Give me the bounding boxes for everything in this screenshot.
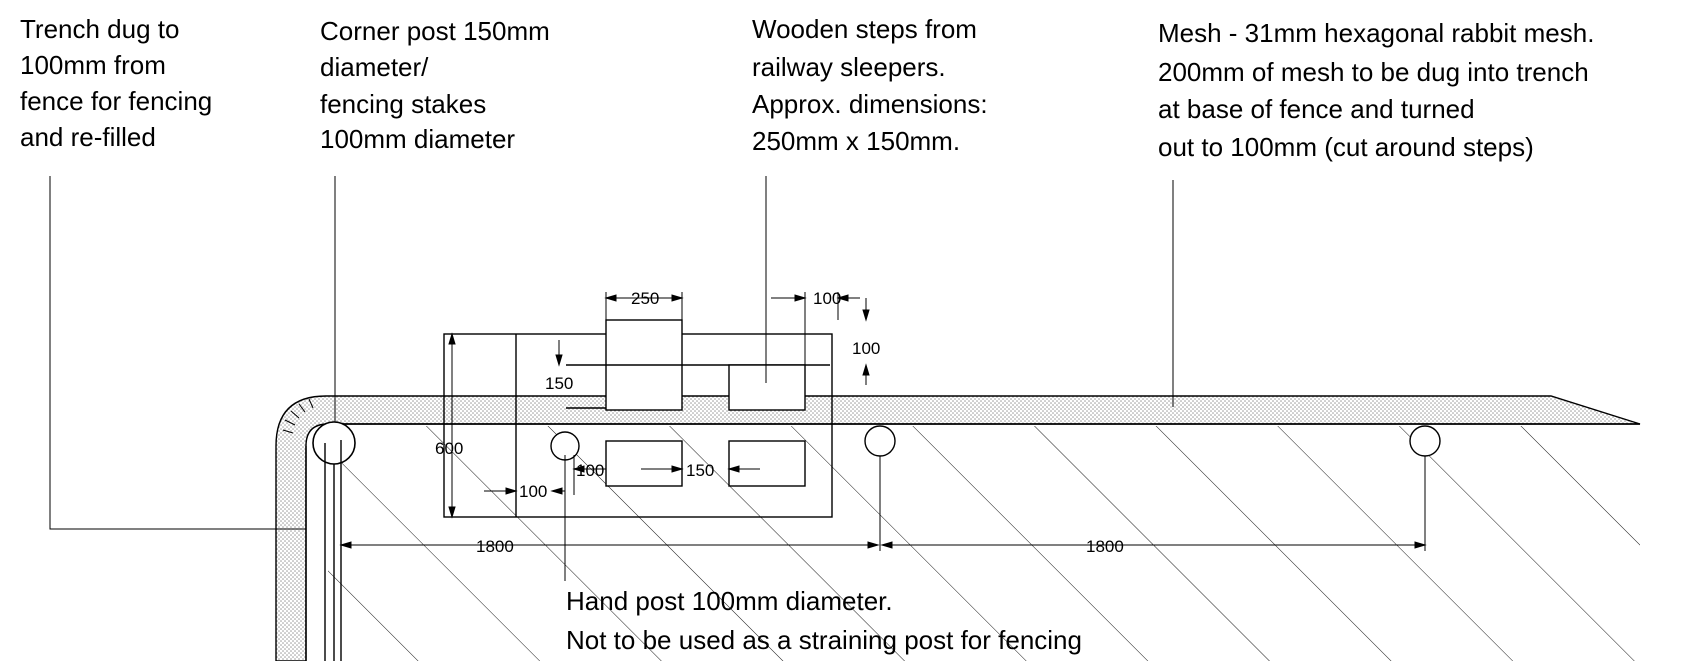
svg-text:diameter/: diameter/	[320, 52, 429, 82]
note-corner-post: Corner post 150mm diameter/ fencing stak…	[320, 16, 550, 154]
corner-tick-marks	[282, 398, 314, 434]
dim-step-width: 250	[631, 289, 659, 308]
corner-post	[312, 421, 356, 661]
svg-text:at base of fence and turned: at base of fence and turned	[1158, 94, 1475, 124]
wooden-step	[605, 440, 683, 487]
dim-enclosure-depth: 600	[435, 439, 463, 458]
svg-text:100mm diameter: 100mm diameter	[320, 124, 515, 154]
dimension-lines	[339, 292, 1427, 551]
wooden-step	[728, 440, 806, 487]
svg-text:Wooden steps from: Wooden steps from	[752, 14, 977, 44]
svg-text:out to 100mm (cut around steps: out to 100mm (cut around steps)	[1158, 132, 1534, 162]
svg-text:Trench dug to: Trench dug to	[20, 14, 179, 44]
svg-text:fencing stakes: fencing stakes	[320, 89, 486, 119]
note-wooden-steps: Wooden steps from railway sleepers. Appr…	[752, 14, 988, 156]
svg-text:100mm from: 100mm from	[20, 50, 166, 80]
dim-step-top-offset: 100	[852, 339, 880, 358]
fencing-stake	[1409, 425, 1441, 457]
dim-post-spacing-2: 1800	[1086, 537, 1124, 556]
svg-text:200mm of mesh to be dug into t: 200mm of mesh to be dug into trench	[1158, 57, 1589, 87]
dim-hand-post-offset: 100	[519, 482, 547, 501]
dim-step-gap-lower: 150	[686, 461, 714, 480]
svg-text:Mesh - 31mm hexagonal rabbit m: Mesh - 31mm hexagonal rabbit mesh.	[1158, 18, 1594, 48]
svg-text:fence for fencing: fence for fencing	[20, 86, 212, 116]
svg-text:250mm x 150mm.: 250mm x 150mm.	[752, 126, 960, 156]
wooden-step	[728, 364, 806, 411]
leader-lines	[49, 176, 1174, 581]
svg-text:and re-filled: and re-filled	[20, 122, 156, 152]
svg-text:Hand post 100mm diameter.: Hand post 100mm diameter.	[566, 586, 893, 616]
svg-text:Corner post 150mm: Corner post 150mm	[320, 16, 550, 46]
dim-step-depth: 150	[545, 374, 573, 393]
dim-step-gap-lower-left: 100	[576, 461, 604, 480]
note-mesh: Mesh - 31mm hexagonal rabbit mesh. 200mm…	[1158, 18, 1594, 162]
dim-post-spacing-1: 1800	[476, 537, 514, 556]
svg-text:Not to be used as a straining: Not to be used as a straining post for f…	[566, 625, 1082, 655]
fencing-stake	[864, 425, 896, 457]
svg-text:Approx. dimensions:: Approx. dimensions:	[752, 89, 988, 119]
note-trench: Trench dug to 100mm from fence for fenci…	[20, 14, 212, 152]
mesh-trench-band	[275, 395, 1641, 661]
note-hand-post: Hand post 100mm diameter. Not to be used…	[566, 586, 1082, 655]
svg-text:railway sleepers.: railway sleepers.	[752, 52, 946, 82]
dim-step-gap-top: 100	[813, 289, 841, 308]
